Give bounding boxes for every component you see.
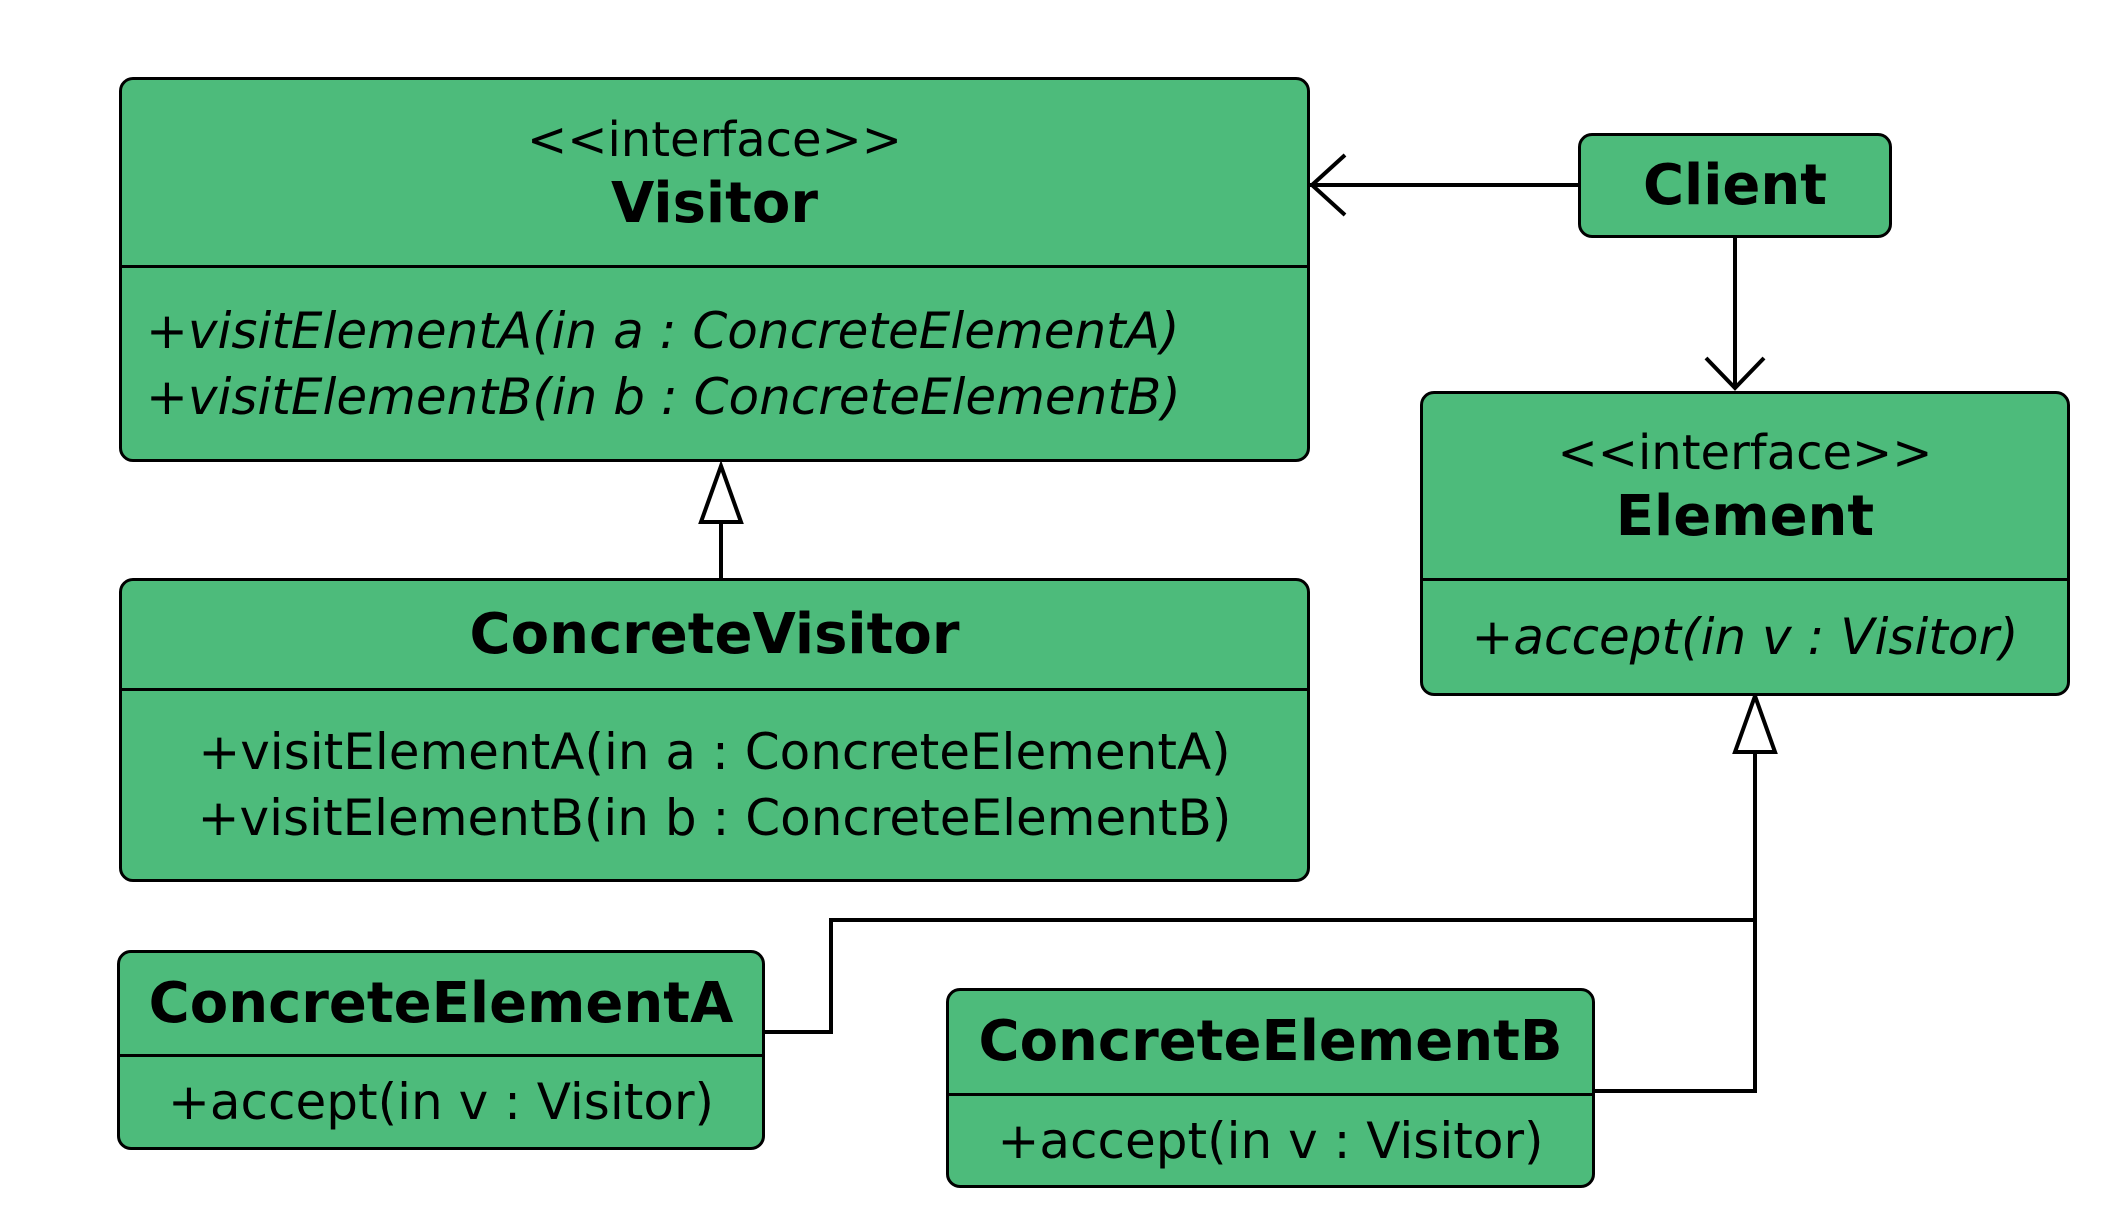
- concrete-element-b-operation: +accept(in v : Visitor): [997, 1111, 1544, 1170]
- concrete-element-a-operations: +accept(in v : Visitor): [120, 1057, 762, 1147]
- client-box: Client: [1578, 133, 1892, 238]
- visitor-operation: +visitElementA(in a : ConcreteElementA): [146, 301, 1180, 360]
- concrete-element-b-operations: +accept(in v : Visitor): [949, 1096, 1592, 1185]
- visitor-interface-box: <<interface>> Visitor +visitElementA(in …: [119, 77, 1310, 462]
- visitor-name: Visitor: [611, 170, 818, 236]
- concrete-visitor-operations: +visitElementA(in a : ConcreteElementA) …: [122, 691, 1307, 879]
- concrete-element-b-name: ConcreteElementB: [978, 1009, 1563, 1074]
- client-header: Client: [1581, 136, 1889, 235]
- concrete-visitor-name: ConcreteVisitor: [469, 601, 960, 667]
- concrete-element-b-header: ConcreteElementB: [949, 991, 1592, 1096]
- visitor-header: <<interface>> Visitor: [122, 80, 1307, 268]
- element-operation: +accept(in v : Visitor): [1471, 608, 2019, 666]
- client-to-visitor-dependency: [1309, 153, 1578, 217]
- visitor-operations: +visitElementA(in a : ConcreteElementA) …: [122, 268, 1307, 459]
- concrete-visitor-box: ConcreteVisitor +visitElementA(in a : Co…: [119, 578, 1310, 882]
- concrete-visitor-operation: +visitElementB(in b : ConcreteElementB): [197, 789, 1232, 847]
- concrete-element-a-header: ConcreteElementA: [120, 953, 762, 1057]
- concrete-visitor-header: ConcreteVisitor: [122, 581, 1307, 691]
- element-header: <<interface>> Element: [1423, 394, 2067, 581]
- concrete-visitor-realization: [698, 460, 744, 578]
- concrete-elements-realization: [765, 690, 1778, 1093]
- visitor-stereotype: <<interface>>: [527, 111, 902, 168]
- client-name: Client: [1642, 152, 1828, 218]
- element-stereotype: <<interface>>: [1557, 425, 1933, 481]
- element-operations: +accept(in v : Visitor): [1423, 581, 2067, 693]
- visitor-operation: +visitElementB(in b : ConcreteElementB): [146, 367, 1181, 426]
- client-to-element-dependency: [1704, 238, 1766, 391]
- element-name: Element: [1615, 484, 1875, 549]
- concrete-element-a-box: ConcreteElementA +accept(in v : Visitor): [117, 950, 765, 1150]
- concrete-element-a-operation: +accept(in v : Visitor): [167, 1073, 715, 1131]
- concrete-element-a-name: ConcreteElementA: [148, 970, 734, 1036]
- concrete-element-b-box: ConcreteElementB +accept(in v : Visitor): [946, 988, 1595, 1188]
- element-interface-box: <<interface>> Element +accept(in v : Vis…: [1420, 391, 2070, 696]
- concrete-visitor-operation: +visitElementA(in a : ConcreteElementA): [198, 723, 1231, 781]
